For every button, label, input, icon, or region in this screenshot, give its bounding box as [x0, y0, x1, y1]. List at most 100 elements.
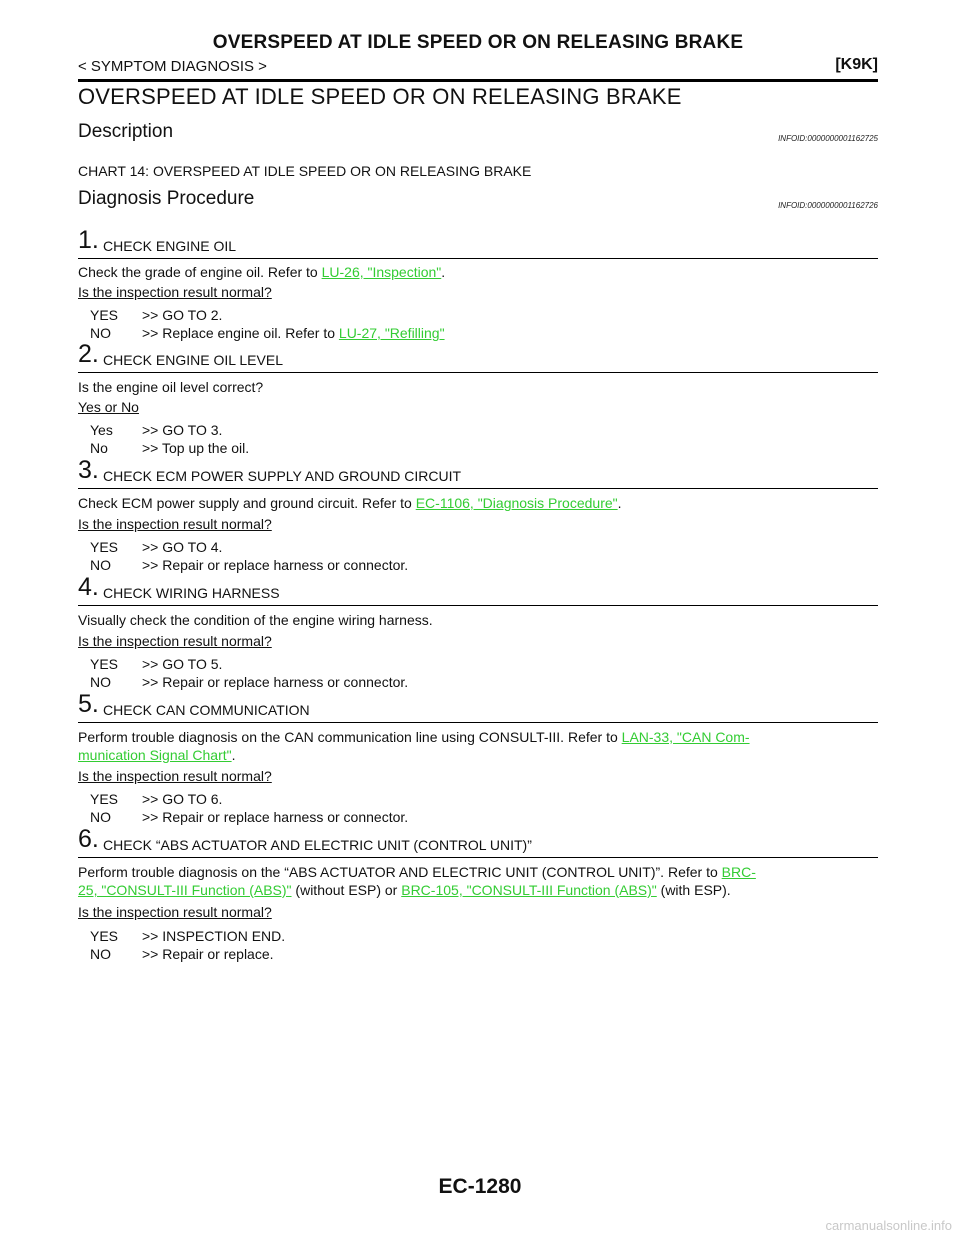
answer-key: NO [90, 557, 111, 573]
answer-text: >> Top up the oil. [142, 440, 250, 456]
answer-text: >> Repair or replace harness or connecto… [142, 809, 409, 825]
step-text: Perform trouble diagnosis on the “ABS AC… [78, 864, 722, 880]
step-text-end: . [231, 747, 236, 763]
step-4-text: Visually check the condition of the engi… [78, 612, 433, 628]
step-title: CHECK ENGINE OIL LEVEL [103, 352, 283, 368]
answer-yes: YES >> GO TO 2. [90, 306, 445, 324]
answer-text: >> GO TO 6. [142, 791, 223, 807]
answer-key: NO [90, 325, 111, 341]
answer-text: >> Repair or replace. [142, 946, 274, 962]
step-text: Perform trouble diagnosis on the CAN com… [78, 729, 622, 745]
procedure-infoid: INFOID:0000000001162726 [778, 201, 878, 210]
step-2-answers: Yes >> GO TO 3. No >> Top up the oil. [90, 421, 249, 457]
step-6-answers: YES >> INSPECTION END. NO >> Repair or rep… [90, 927, 285, 963]
link-ec-1106-diagnosis-procedure[interactable]: EC-1106, "Diagnosis Procedure" [415, 495, 618, 511]
link-brc-25-consult-abs-cont[interactable]: 25, "CONSULT-III Function (ABS)" [78, 882, 292, 898]
step-5-answers: YES >> GO TO 6. NO >> Repair or replace ha… [90, 790, 408, 826]
answer-key: YES [90, 539, 119, 555]
step-3-header: 3. CHECK ECM POWER SUPPLY AND GROUND CIR… [78, 456, 878, 489]
step-title: CHECK CAN COMMUNICATION [103, 702, 310, 718]
link-lu-27-refilling[interactable]: LU-27, "Refilling" [338, 325, 445, 341]
answer-text: >> GO TO 3. [142, 422, 223, 438]
step-text: Check the grade of engine oil. Refer to [78, 264, 322, 280]
breadcrumb: < SYMPTOM DIAGNOSIS > [78, 58, 267, 75]
step-1-header: 1. CHECK ENGINE OIL [78, 226, 878, 259]
step-1-text: Check the grade of engine oil. Refer to … [78, 263, 878, 281]
step-title: CHECK WIRING HARNESS [103, 585, 280, 601]
step-5-question: Is the inspection result normal? [78, 768, 272, 784]
answer-yes: Yes >> GO TO 3. [90, 421, 249, 439]
description-infoid: INFOID:0000000001162725 [778, 134, 878, 143]
step-text: Check ECM power supply and ground circui… [78, 495, 416, 511]
step-title: CHECK ECM POWER SUPPLY AND GROUND CIRCUI… [103, 468, 462, 484]
answer-key: YES [90, 307, 119, 323]
answer-key: No [90, 440, 108, 456]
step-1-question: Is the inspection result normal? [78, 284, 272, 300]
step-3-answers: YES >> GO TO 4. NO >> Repair or replace ha… [90, 538, 408, 574]
step-5-text: Perform trouble diagnosis on the CAN com… [78, 728, 878, 764]
link-lan-33-can-communication-cont[interactable]: munication Signal Chart" [78, 747, 232, 763]
link-lu-26-inspection[interactable]: LU-26, "Inspection" [321, 264, 442, 280]
step-5-header: 5. CHECK CAN COMMUNICATION [78, 690, 878, 723]
answer-text: >> INSPECTION END. [142, 928, 286, 944]
description-text: CHART 14: OVERSPEED AT IDLE SPEED OR ON … [78, 163, 532, 179]
step-text-end: . [441, 264, 446, 280]
step-3-question: Is the inspection result normal? [78, 516, 272, 532]
watermark: carmanualsonline.info [825, 1218, 952, 1233]
header-rule [78, 79, 878, 82]
answer-yes: YES >> GO TO 5. [90, 655, 408, 673]
step-6-question: Is the inspection result normal? [78, 904, 272, 920]
step-2-header: 2. CHECK ENGINE OIL LEVEL [78, 340, 878, 373]
answer-yes: YES >> GO TO 4. [90, 538, 408, 556]
step-number: 2. [78, 340, 99, 368]
step-number: 1. [78, 226, 99, 254]
running-header-title: OVERSPEED AT IDLE SPEED OR ON RELEASING … [212, 32, 744, 53]
page-number: EC-1280 [438, 1175, 522, 1198]
answer-yes: YES >> GO TO 6. [90, 790, 408, 808]
answer-no: NO >> Repair or replace harness or connec… [90, 556, 408, 574]
answer-key: Yes [90, 422, 113, 438]
link-brc-105-consult-abs[interactable]: BRC-105, "CONSULT-III Function (ABS)" [401, 882, 657, 898]
answer-key: YES [90, 656, 119, 672]
step-number: 5. [78, 690, 99, 718]
step-4-answers: YES >> GO TO 5. NO >> Repair or replace ha… [90, 655, 408, 691]
page-title: OVERSPEED AT IDLE SPEED OR ON RELEASING … [78, 84, 682, 109]
answer-key: NO [90, 946, 111, 962]
answer-no: NO >> Repair or replace. [90, 945, 285, 963]
answer-text: >> Repair or replace harness or connecto… [142, 557, 409, 573]
answer-key: YES [90, 928, 119, 944]
description-heading: Description [78, 121, 174, 142]
step-number: 3. [78, 456, 99, 484]
answer-no: No >> Top up the oil. [90, 439, 249, 457]
link-lan-33-can-communication[interactable]: LAN-33, "CAN Com- [621, 729, 750, 745]
step-title: CHECK ENGINE OIL [103, 238, 237, 254]
procedure-heading: Diagnosis Procedure [78, 188, 255, 209]
answer-no: NO >> Repair or replace harness or connec… [90, 808, 408, 826]
step-4-header: 4. CHECK WIRING HARNESS [78, 573, 878, 606]
answer-text: >> GO TO 5. [142, 656, 223, 672]
answer-text: >> GO TO 4. [142, 539, 223, 555]
answer-key: NO [90, 809, 111, 825]
step-6-text: Perform trouble diagnosis on the “ABS AC… [78, 863, 878, 899]
step-3-text: Check ECM power supply and ground circui… [78, 494, 878, 512]
answer-key: YES [90, 791, 119, 807]
answer-text: >> Replace engine oil. Refer to [142, 325, 339, 341]
step-text-end: (with ESP). [656, 882, 731, 898]
answer-yes: YES >> INSPECTION END. [90, 927, 285, 945]
step-text-end: . [617, 495, 622, 511]
step-2-question: Yes or No [78, 399, 139, 415]
step-number: 6. [78, 825, 99, 853]
step-title: CHECK “ABS ACTUATOR AND ELECTRIC UNIT (C… [103, 837, 532, 853]
step-number: 4. [78, 573, 99, 601]
answer-text: >> GO TO 2. [142, 307, 223, 323]
answer-no: NO >> Replace engine oil. Refer to LU-27,… [90, 324, 445, 342]
step-1-answers: YES >> GO TO 2. NO >> Replace engine oil. … [90, 306, 445, 342]
step-text-mid: (without ESP) or [291, 882, 402, 898]
answer-text: >> Repair or replace harness or connecto… [142, 674, 409, 690]
step-4-question: Is the inspection result normal? [78, 633, 272, 649]
step-6-header: 6. CHECK “ABS ACTUATOR AND ELECTRIC UNIT… [78, 825, 878, 858]
step-2-text: Is the engine oil level correct? [78, 379, 264, 395]
model-code: [K9K] [835, 56, 878, 73]
answer-key: NO [90, 674, 111, 690]
link-brc-25-consult-abs[interactable]: BRC- [721, 864, 756, 880]
